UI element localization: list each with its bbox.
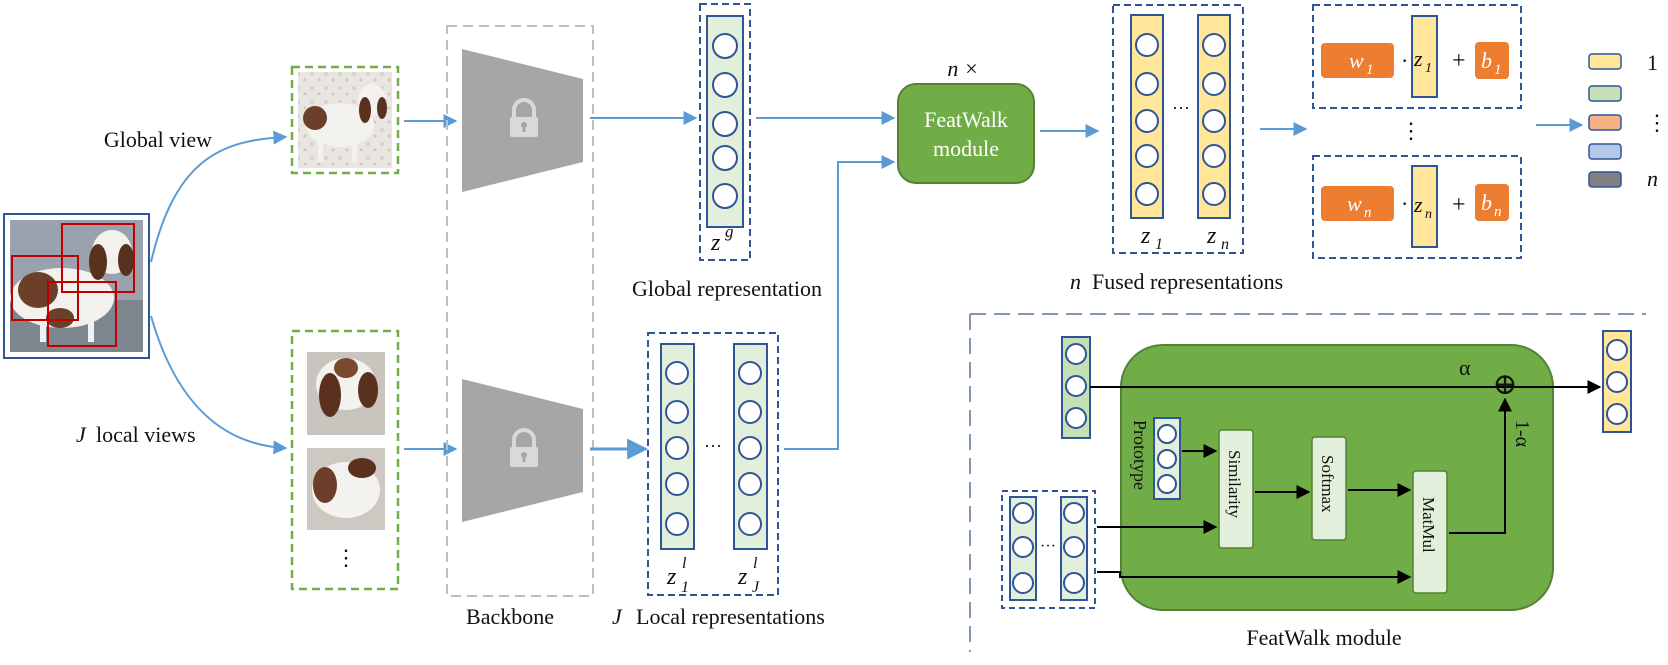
zJl-sub: J xyxy=(752,579,760,596)
global-view-arrow xyxy=(150,130,288,263)
local-views-label: local views xyxy=(96,422,196,447)
input-image xyxy=(3,213,150,359)
global-view-label: Global view xyxy=(104,127,212,152)
plus-n: + xyxy=(1452,192,1466,218)
arrow-local-to-featwalk xyxy=(784,155,896,450)
softmax-block xyxy=(1311,436,1347,541)
legend: 1 ⋮ n xyxy=(1588,50,1668,191)
zn-base: z xyxy=(1206,223,1217,249)
global-representation: z g xyxy=(699,3,751,261)
z1l-sub: 1 xyxy=(681,579,689,596)
local-repr-j: J xyxy=(612,604,623,629)
classifier-n: w n · z n + b n xyxy=(1312,155,1522,259)
local-views-ellipsis: ⋮ xyxy=(335,545,357,570)
backbone-label: Backbone xyxy=(466,604,554,629)
dot-n: · xyxy=(1401,191,1408,216)
lock-icon xyxy=(510,98,538,137)
fused-repr-label: Fused representations xyxy=(1092,269,1283,294)
zg-base: z xyxy=(710,230,721,256)
matmul-label: MatMul xyxy=(1419,497,1438,553)
z1l-base: z xyxy=(666,564,677,590)
global-repr-label: Global representation xyxy=(632,276,822,301)
b1-sub: 1 xyxy=(1494,62,1502,78)
zJl-sup: l xyxy=(753,555,758,572)
z1-sub: 1 xyxy=(1155,236,1163,253)
b1-base: b xyxy=(1481,48,1492,73)
fused-n: n xyxy=(1070,269,1081,294)
prototype-label: Prototype xyxy=(1130,420,1150,490)
legend-swatch-yellow xyxy=(1588,53,1622,70)
z1l-sup: l xyxy=(682,555,687,572)
legend-label-first: 1 xyxy=(1647,50,1658,75)
zn-sub: n xyxy=(1221,236,1229,253)
dot-1: · xyxy=(1401,48,1408,73)
zg-sup: g xyxy=(725,222,734,241)
arrow-matmul-sum xyxy=(1449,397,1512,534)
arrow-local-matmul xyxy=(1097,570,1412,584)
z1-base: z xyxy=(1140,223,1151,249)
global-view-crop xyxy=(290,65,400,175)
legend-swatch-lilac xyxy=(1588,143,1622,160)
plus-1: + xyxy=(1452,48,1466,74)
legend-swatch-salmon xyxy=(1588,114,1622,131)
w1-sub: 1 xyxy=(1366,62,1374,78)
oplus-icon: ⊕ xyxy=(1492,368,1517,401)
classifier-1: w 1 · z 1 + b 1 xyxy=(1312,4,1522,109)
local-view-arrow xyxy=(150,315,288,455)
featwalk-label-1: FeatWalk xyxy=(924,107,1008,132)
one-minus-alpha-label: 1-α xyxy=(1511,420,1533,448)
zn-cls-base: z xyxy=(1413,192,1423,217)
softmax-label: Softmax xyxy=(1318,455,1337,513)
z1-cls-base: z xyxy=(1413,46,1423,71)
featwalk-caption: FeatWalk module xyxy=(1246,625,1401,650)
classifier-ellipsis: ⋮ xyxy=(1400,118,1422,143)
featwalk-label-2: module xyxy=(933,136,999,161)
bn-sub: n xyxy=(1494,204,1502,220)
wn-sub: n xyxy=(1364,205,1372,221)
local-representations: ··· z l 1 z l J xyxy=(647,332,779,596)
fused-representations: ··· z 1 z n xyxy=(1112,4,1244,254)
legend-label-mid: ⋮ xyxy=(1646,110,1668,135)
local-repr-label: Local representations xyxy=(636,604,825,629)
n-times-label: n × xyxy=(947,56,978,81)
lock-icon xyxy=(510,428,538,467)
zJl-base: z xyxy=(737,564,748,590)
bn-base: b xyxy=(1481,190,1492,215)
legend-label-last: n xyxy=(1647,166,1658,191)
local-repr-ellipsis: ··· xyxy=(704,436,722,456)
fused-ellipsis: ··· xyxy=(1172,98,1190,118)
local-views-j: J xyxy=(76,422,87,447)
similarity-label: Similarity xyxy=(1225,450,1244,519)
legend-swatch-slate xyxy=(1588,171,1622,188)
featwalk-detail: ··· Prototype Similarity Softmax MatMul … xyxy=(1001,330,1632,611)
matmul-block xyxy=(1412,470,1448,594)
z1-cls-sub: 1 xyxy=(1425,61,1432,76)
wn-base: w xyxy=(1347,191,1362,216)
backbone xyxy=(446,25,594,597)
zn-cls-sub: n xyxy=(1425,207,1432,222)
similarity-block xyxy=(1218,429,1254,549)
local-views-crops: ⋮ xyxy=(290,329,400,591)
alpha-label: α xyxy=(1459,355,1471,380)
featwalk-module: n × FeatWalk module xyxy=(897,56,1035,184)
legend-swatch-green xyxy=(1588,85,1622,102)
detail-local-ellipsis: ··· xyxy=(1040,538,1056,555)
w1-base: w xyxy=(1349,48,1364,73)
